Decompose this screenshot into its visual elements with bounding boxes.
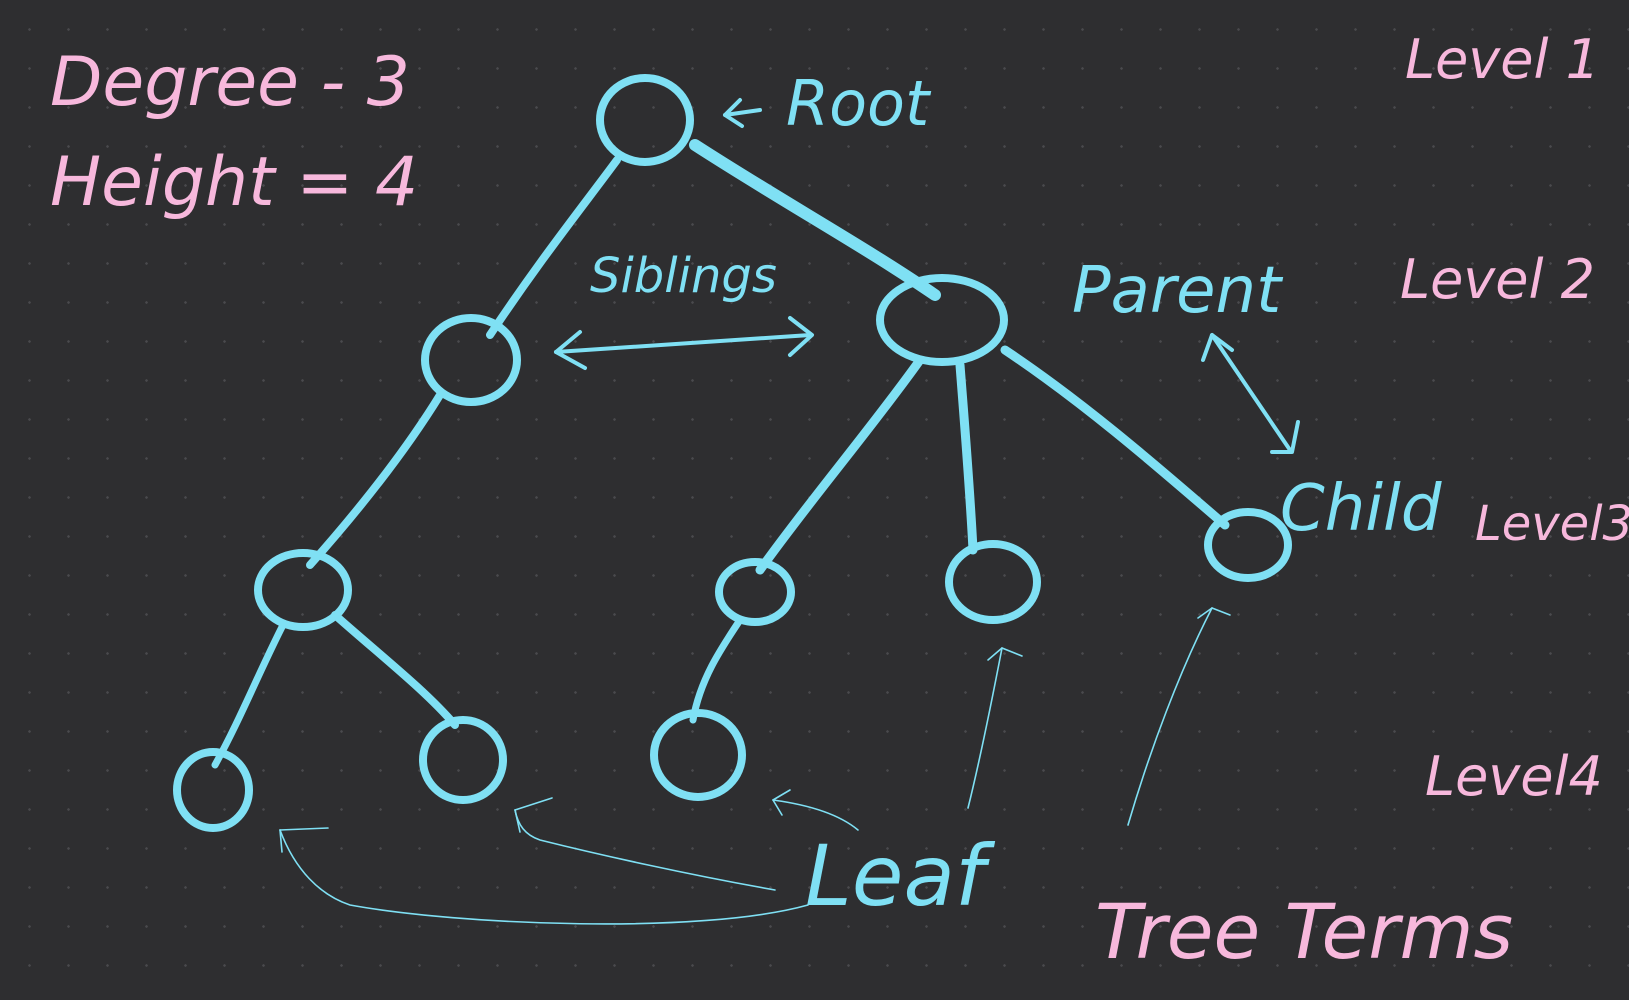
diagram-title: Tree Terms	[1095, 887, 1513, 976]
tree-nodes	[173, 74, 1292, 832]
leaf-arrow-icon	[514, 809, 776, 891]
node-l3-left	[254, 549, 352, 631]
leaf-label: Leaf	[805, 827, 996, 925]
level-1-label: Level 1	[1405, 28, 1600, 91]
leaf-arrow-icon	[772, 799, 859, 831]
edge-l3-to-leaf1	[211, 621, 287, 769]
edge-left-to-l3	[306, 391, 444, 569]
siblings-arrow-icon	[554, 316, 814, 370]
node-leaf2	[419, 716, 507, 804]
annotation-labels: Degree - 3 Height = 4 Root Siblings Pare…	[50, 28, 1629, 976]
edge-root-to-left	[486, 156, 621, 339]
leaf-arrows	[279, 607, 1231, 925]
edge-root-to-right	[689, 139, 941, 301]
root-arrow-icon	[723, 98, 762, 128]
level-4-label: Level4	[1425, 745, 1603, 808]
node-left	[421, 314, 521, 406]
node-root	[596, 74, 694, 166]
node-leaf3	[650, 709, 746, 801]
level-2-label: Level 2	[1400, 248, 1595, 311]
edge-right-to-c2	[955, 360, 978, 555]
edge-right-to-c3	[1000, 345, 1230, 530]
siblings-label: Siblings	[590, 248, 777, 304]
node-right	[876, 274, 1008, 366]
parent-label: Parent	[1072, 254, 1284, 328]
node-c3	[1204, 508, 1292, 582]
root-label: Root	[786, 67, 932, 140]
leaf-arrow-icon	[1127, 607, 1213, 826]
child-label: Child	[1280, 472, 1442, 546]
node-leaf1	[173, 748, 253, 832]
height-label: Height = 4	[50, 143, 418, 222]
leaf-arrow-icon	[279, 829, 809, 925]
annotation-arrows	[279, 98, 1300, 925]
tree-edges	[211, 139, 1230, 769]
edge-c1-to-leaf3	[689, 616, 744, 724]
level-3-label: Level3	[1475, 496, 1629, 552]
leaf-arrow-icon	[967, 647, 1003, 809]
edge-right-to-c1	[755, 355, 925, 575]
parent-child-arrow-icon	[1201, 333, 1300, 454]
degree-label: Degree - 3	[50, 43, 410, 122]
node-c1	[715, 558, 795, 626]
edge-l3-to-leaf2	[331, 611, 459, 729]
node-c2	[945, 540, 1041, 624]
